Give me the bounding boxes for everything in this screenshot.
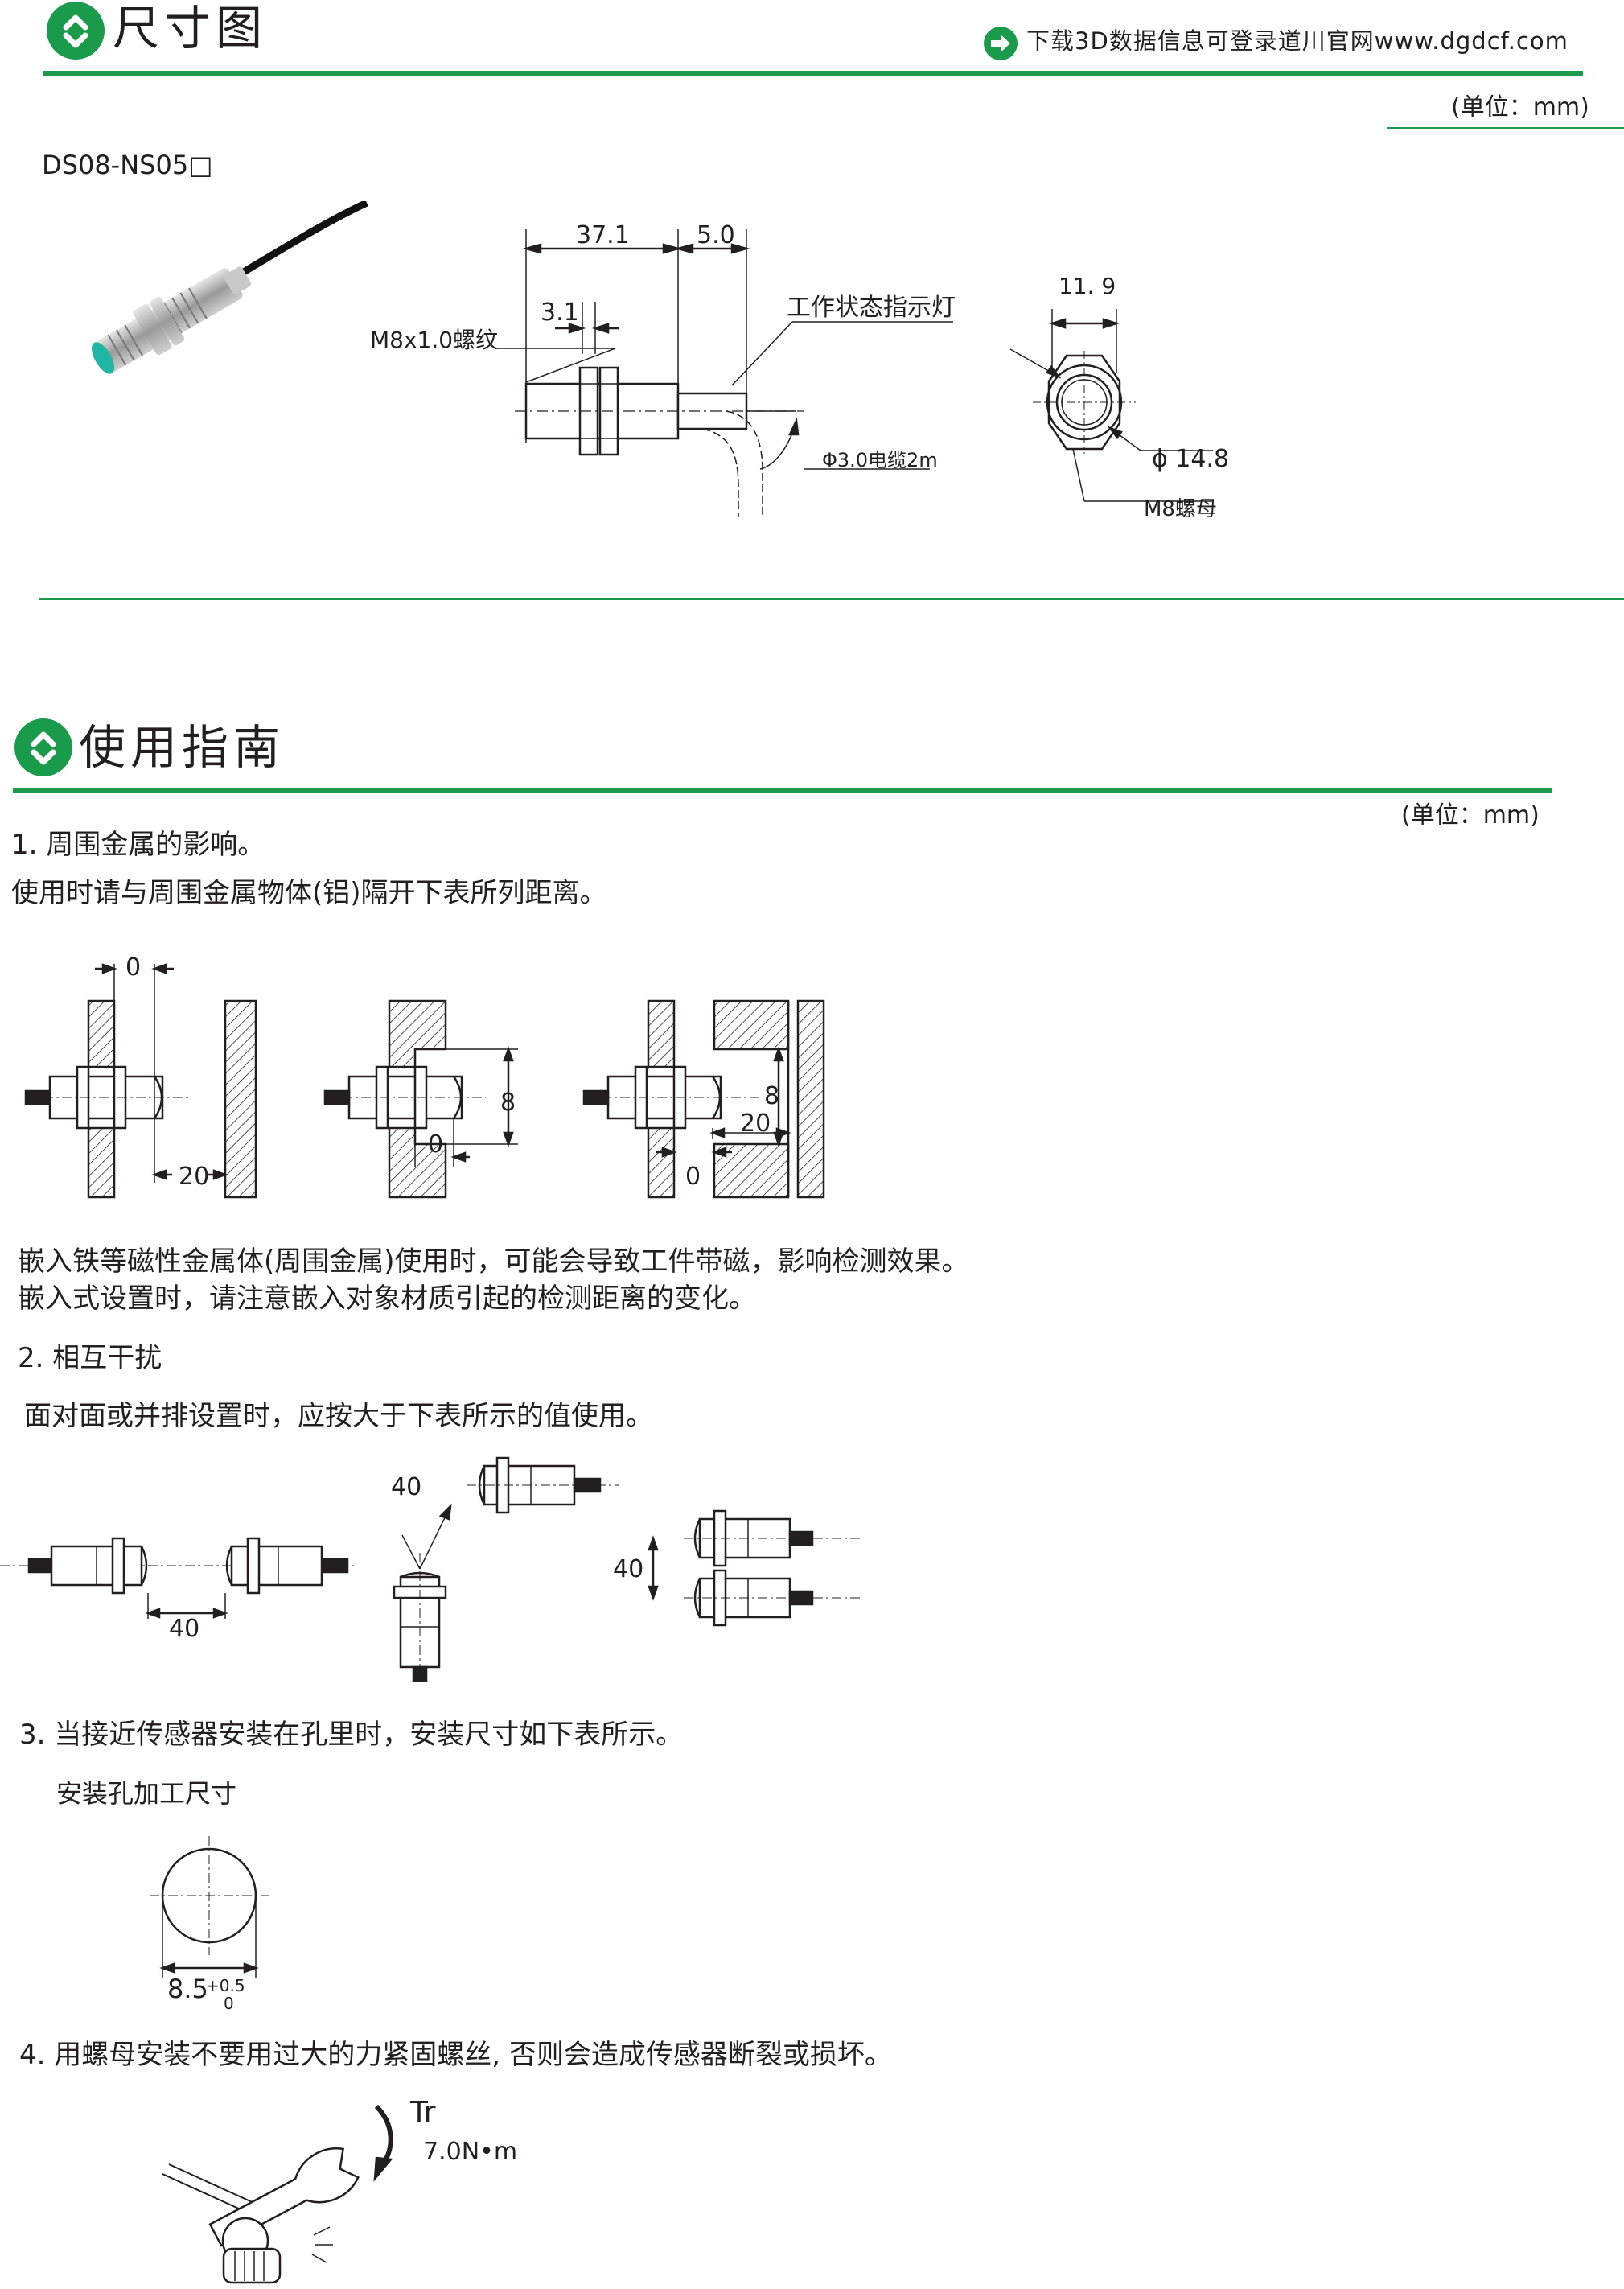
interf-side-40: 40 [613,1555,644,1583]
interference-diagrams [0,1456,862,1682]
note-embedded: 嵌入式设置时，请注意嵌入对象材质引起的检测距离的变化。 [18,1282,756,1315]
model-number: DS08-NS05□ [42,150,213,180]
wrench-torque-illustration [162,2104,393,2284]
fig1-dim-0: 0 [125,953,142,982]
dim-across-flats: 11. 9 [1059,273,1116,299]
item2-desc: 面对面或并排设置时，应按大于下表所示的值使用。 [24,1400,653,1432]
dim-nut-diameter: ϕ 14.8 [1152,445,1230,473]
unit-label-guide: (单位：mm) [1401,801,1540,830]
download-notice: 下载3D数据信息可登录道川官网www.dgdcf.com [1026,27,1568,55]
interf-face-40: 40 [169,1615,200,1643]
note-magnetic: 嵌入铁等磁性金属体(周围金属)使用时，可能会导致工件带磁，影响检测效果。 [18,1245,969,1278]
product-photo [92,201,368,374]
fig3-dim-20: 20 [740,1110,771,1138]
section-icon-guide [14,718,72,776]
mounting-hole-diagram [150,1836,269,1978]
dimension-drawing [495,229,1213,517]
item2-title: 2. 相互干扰 [18,1342,162,1374]
fig2-dim-8: 8 [500,1089,516,1117]
interf-perp-40: 40 [391,1473,422,1501]
item1-desc: 使用时请与周围金属物体(铝)隔开下表所列距离。 [11,877,607,909]
section-title-guide: 使用指南 [79,720,286,775]
section-icon-dimensions [47,2,105,60]
hole-diameter: 8.5 [167,1974,208,2004]
nut-label: M8螺母 [1144,497,1217,521]
header-rule-thin [1387,127,1624,129]
dim-tail-length: 5.0 [697,221,735,249]
unit-label-dimensions: (单位：mm) [1451,93,1589,121]
fig3-dim-8: 8 [764,1082,780,1110]
thread-label: M8x1.0螺纹 [370,327,499,353]
item3-subtitle: 安装孔加工尺寸 [56,1778,237,1809]
torque-symbol: Tr [410,2096,436,2129]
fig1-dim-20: 20 [179,1163,210,1191]
guide-header-rule [13,788,1552,793]
arrow-right-icon [984,27,1018,60]
item3-title: 3. 当接近传感器安装在孔里时，安装尺寸如下表所示。 [19,1719,684,1751]
chevron-updown-icon [63,14,88,48]
dim-nut-thickness: 3.1 [541,298,579,327]
metal-clearance-diagrams [24,963,825,1199]
torque-value: 7.0N•m [423,2138,518,2166]
item4-title: 4. 用螺母安装不要用过大的力紧固螺丝, 否则会造成传感器断裂或损坏。 [19,2039,892,2071]
hole-tolerance-lower: 0 [224,1994,234,2013]
header-rule [43,71,1583,76]
fig3-dim-0: 0 [685,1163,701,1191]
indicator-label: 工作状态指示灯 [787,294,956,322]
chevron-updown-icon [31,731,56,765]
fig2-dim-0: 0 [428,1130,444,1159]
item1-title: 1. 周围金属的影响。 [11,829,265,861]
dimensions-bottom-rule [39,598,1624,600]
cable-label: Φ3.0电缆2m [822,449,938,471]
section-title-dimensions: 尺寸图 [113,1,268,56]
hole-tolerance-upper: +0.5 [206,1976,245,1995]
dim-body-length: 37.1 [576,221,630,249]
